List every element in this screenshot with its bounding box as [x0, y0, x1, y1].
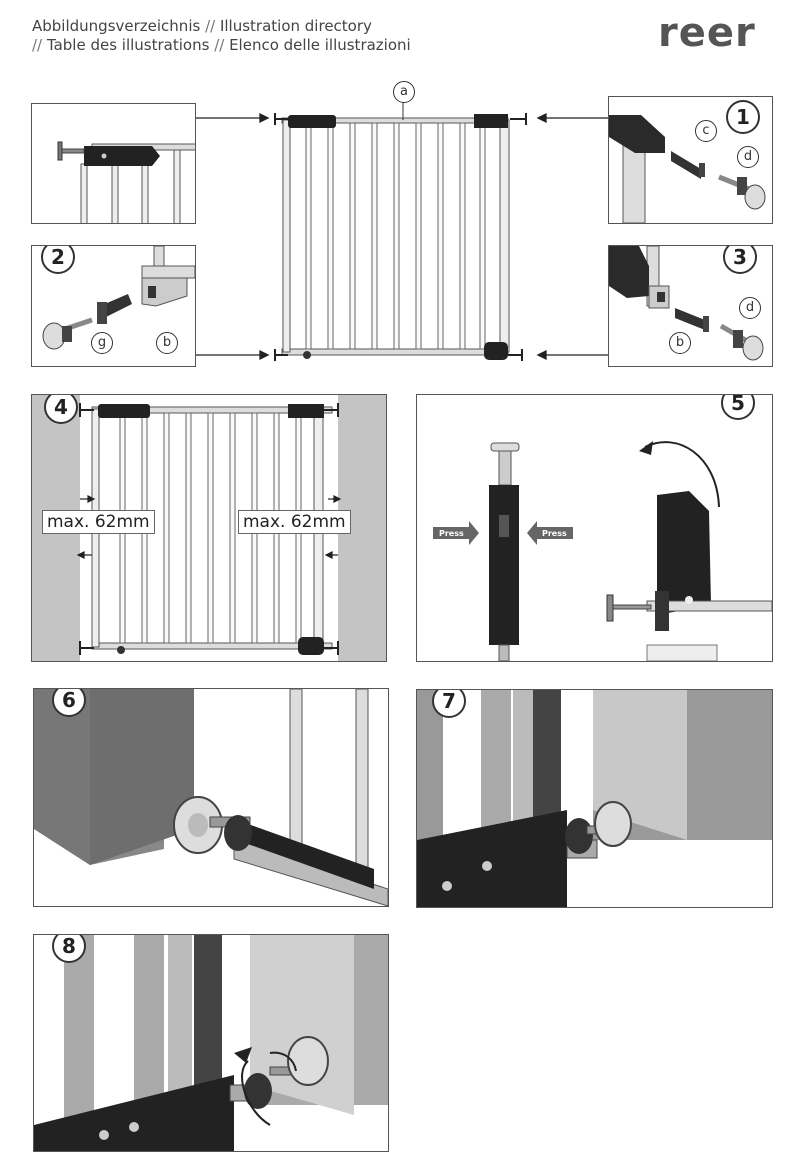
- part-label-g: g: [91, 332, 113, 354]
- gap-label-right: max. 62mm: [238, 510, 351, 534]
- title-de: Abbildungsverzeichnis: [32, 17, 201, 35]
- figure-8-drawing: [34, 935, 388, 1151]
- figure-number: 3: [723, 246, 757, 274]
- part-label-d: d: [739, 297, 761, 319]
- detail-top-left: [31, 103, 196, 224]
- title-fr: Table des illustrations: [46, 36, 210, 54]
- figure-6-panel: 6: [33, 688, 389, 907]
- title-it: Elenco delle illustrazioni: [229, 36, 411, 54]
- figure-8-panel: 8: [33, 934, 389, 1152]
- figure-number: 4: [44, 395, 78, 424]
- figure-7-drawing: [417, 690, 772, 907]
- part-label-b: b: [156, 332, 178, 354]
- part-label-c: c: [695, 120, 717, 142]
- figure-number: 6: [52, 689, 86, 717]
- separator: //: [32, 36, 43, 54]
- brand-logo: reer: [658, 10, 756, 56]
- figure-3-panel: 3 d b: [608, 245, 773, 367]
- figure-1-panel: 1 c d: [608, 96, 773, 224]
- figure-number: 7: [432, 690, 466, 718]
- figure-7-panel: 7: [416, 689, 773, 908]
- part-label-a: a: [393, 81, 415, 103]
- figure-5-drawing: [433, 441, 772, 661]
- figure-number: 8: [52, 935, 86, 963]
- separator: //: [205, 17, 216, 35]
- figure-6-drawing: [34, 689, 388, 906]
- gate-drawing: [274, 101, 527, 361]
- figure-number: 1: [726, 100, 760, 134]
- part-label-d: d: [737, 146, 759, 168]
- press-label-left: Press: [439, 529, 464, 538]
- figure-3-drawing: [609, 246, 764, 361]
- figure-2-panel: 2 g b: [31, 245, 196, 367]
- figure-5-panel: 5 Press Press: [416, 394, 773, 662]
- gap-label-left: max. 62mm: [42, 510, 155, 534]
- part-label-b: b: [669, 332, 691, 354]
- figure-2-drawing: [42, 246, 195, 350]
- press-label-right: Press: [542, 529, 567, 538]
- separator: //: [214, 36, 225, 54]
- page-header: Abbildungsverzeichnis // Illustration di…: [32, 17, 411, 55]
- title-en: Illustration directory: [219, 17, 372, 35]
- overview-diagram: [195, 101, 608, 361]
- figure-4-panel: 4 max. 62mm max. 62mm: [31, 394, 387, 662]
- header-line-2: // Table des illustrations // Elenco del…: [32, 36, 411, 55]
- header-line-1: Abbildungsverzeichnis // Illustration di…: [32, 17, 411, 36]
- top-left-clamp-drawing: [57, 141, 195, 223]
- figure-1-drawing: [609, 115, 766, 223]
- figure-number: 2: [41, 246, 75, 274]
